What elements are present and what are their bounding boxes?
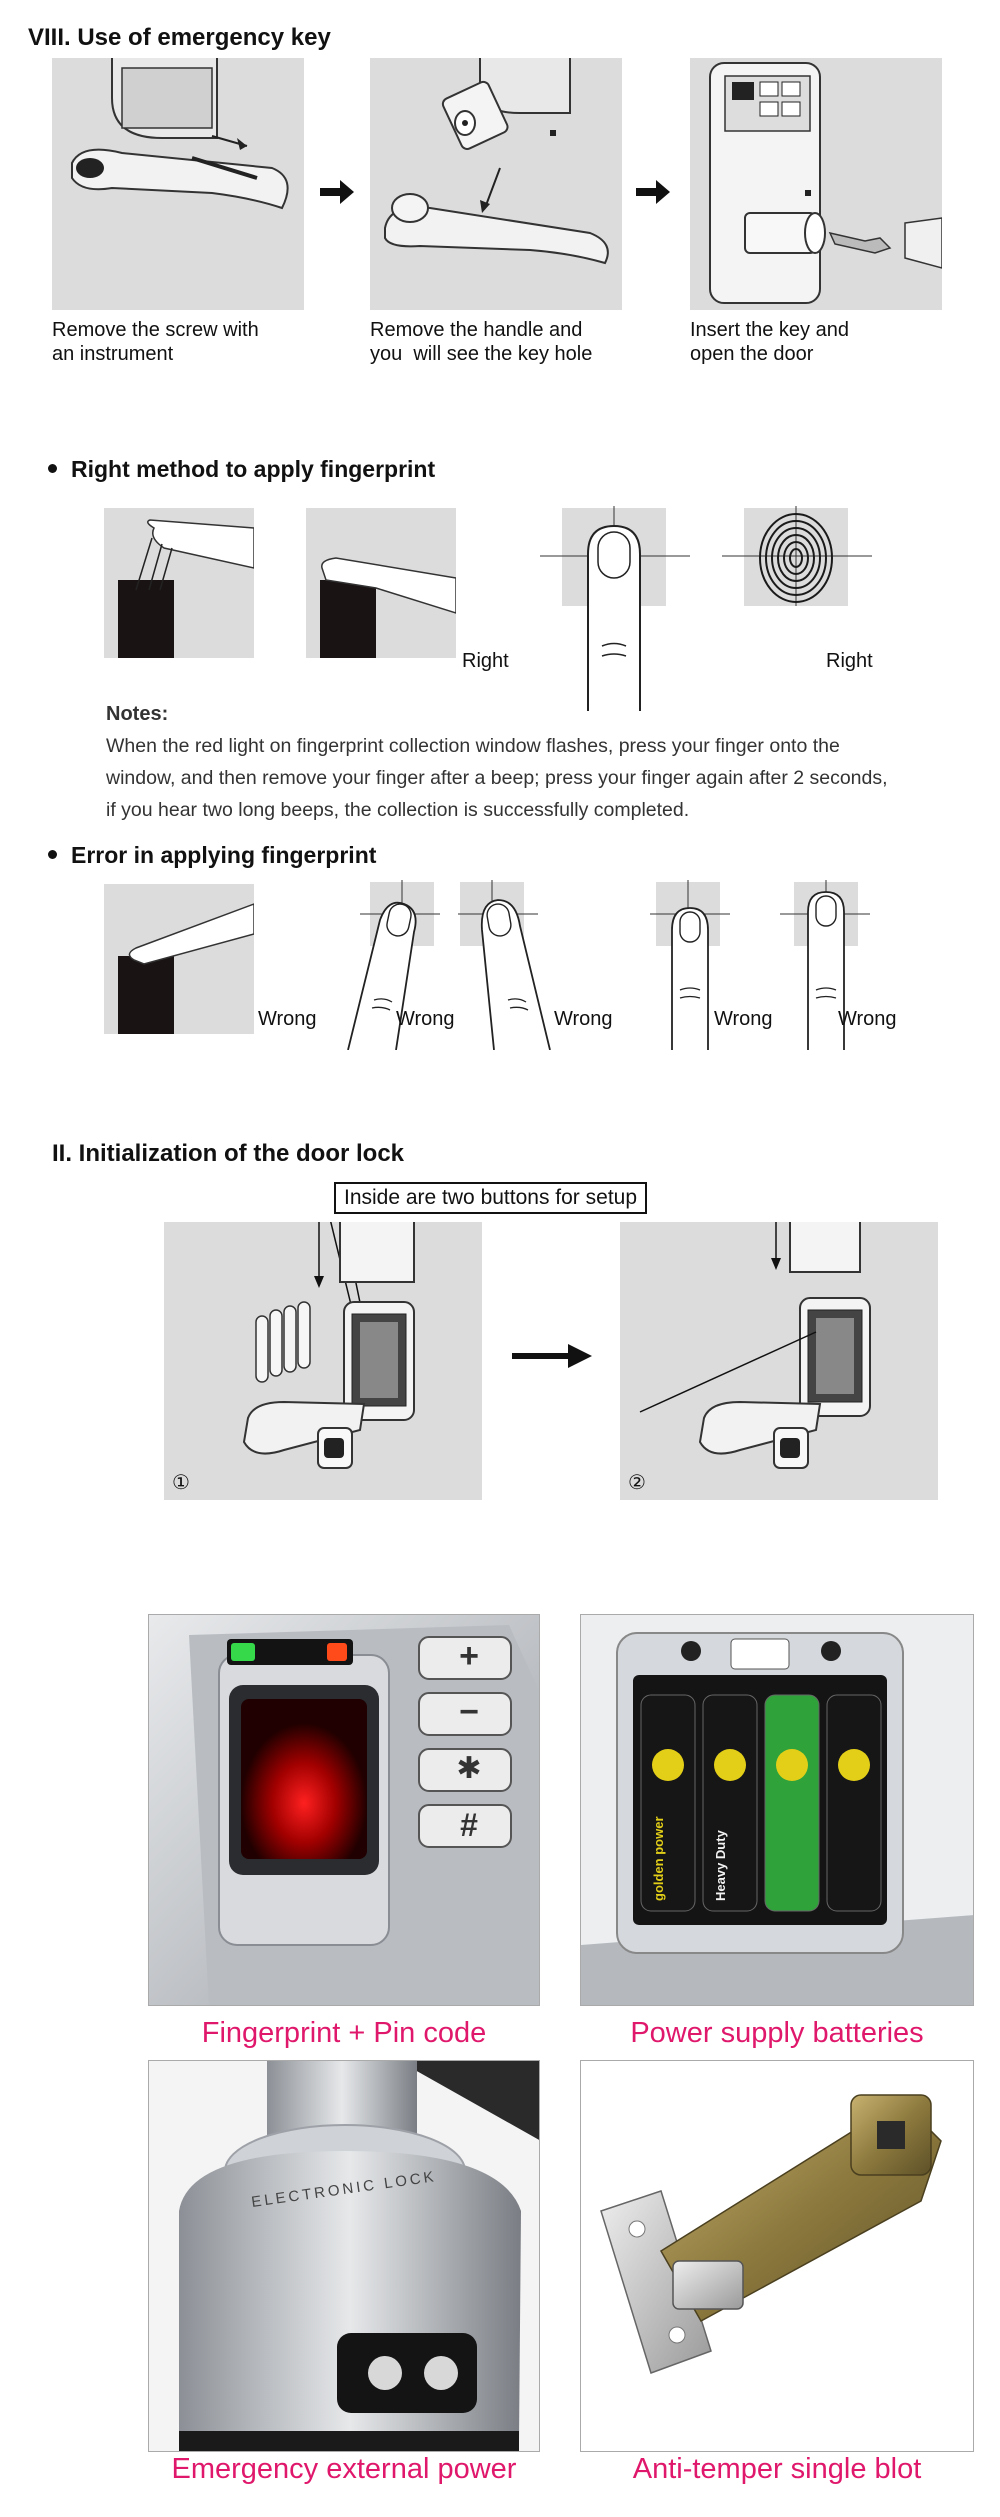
step-number-2: ② (628, 1472, 646, 1494)
caption-anti-temper: Anti-temper single blot (632, 2453, 922, 2485)
caption-emergency-power: Emergency external power (171, 2453, 517, 2485)
right-method-tilted-illustration (104, 508, 254, 658)
wrong-finger-illustration-5 (780, 880, 870, 1050)
section-2-title: II. Initialization of the door lock (52, 1140, 405, 1167)
step-3-caption: Insert the key and open the door (690, 319, 849, 365)
step-number-1: ① (172, 1472, 190, 1494)
right-label-2: Right (826, 650, 873, 672)
step-1-caption: Remove the screw with an instrument (52, 319, 259, 365)
wrong-finger-illustration-2 (340, 880, 440, 1050)
notes-title: Notes: (106, 703, 169, 725)
step-2-illustration (370, 58, 622, 310)
notes-text: When the red light on fingerprint collec… (106, 730, 986, 826)
callout-setup-buttons: Inside are two buttons for setup (334, 1182, 648, 1214)
right-method-flat-illustration (306, 508, 456, 658)
battery-brand-label: golden power (651, 1816, 666, 1902)
wrong-tilted-illustration (104, 884, 254, 1034)
step-3-illustration (690, 58, 942, 310)
step-1-illustration (52, 58, 304, 310)
bullet-icon (48, 464, 57, 474)
battery-type-label: Heavy Duty (713, 1830, 728, 1901)
wrong-finger-illustration-4 (650, 880, 730, 1050)
wrong-label: Wrong (838, 1008, 897, 1030)
notes-line: if you hear two long beeps, the collecti… (106, 799, 690, 821)
init-step-1-illustration: ① (164, 1222, 482, 1500)
keypad-hash-key: # (460, 1807, 478, 1843)
caption-power-batteries: Power supply batteries (630, 2017, 924, 2049)
wrong-label: Wrong (554, 1008, 613, 1030)
section-8-title: VIII. Use of emergency key (28, 24, 331, 51)
error-method-title: Error in applying fingerprint (48, 842, 376, 869)
keypad-plus-key: + (459, 1637, 479, 1675)
right-method-title: Right method to apply fingerprint (48, 456, 435, 483)
arrow-right-icon (636, 180, 670, 204)
step-2-caption: Remove the handle and you will see the k… (370, 319, 593, 365)
caption-fingerprint-pin: Fingerprint + Pin code (201, 2017, 487, 2049)
keypad-minus-key: − (459, 1693, 479, 1731)
photo-batteries: golden power Heavy Duty (580, 1614, 974, 2006)
init-step-2-illustration: ② (620, 1222, 938, 1500)
right-label-1: Right (462, 650, 509, 672)
notes-line: window, and then remove your finger afte… (106, 767, 888, 789)
wrong-finger-illustration-3 (458, 880, 558, 1050)
wrong-label: Wrong (258, 1008, 317, 1030)
right-finger-centered-illustration (540, 506, 690, 711)
notes-line: When the red light on fingerprint collec… (106, 735, 840, 757)
keypad-star-key: ✱ (456, 1752, 482, 1785)
fingerprint-centered-illustration (722, 506, 872, 616)
arrow-right-icon (320, 180, 354, 204)
photo-latch-bolt (580, 2060, 974, 2452)
wrong-label: Wrong (396, 1008, 455, 1030)
photo-fingerprint-keypad: + − ✱ # (148, 1614, 540, 2006)
photo-emergency-power: ELECTRONIC LOCK (148, 2060, 540, 2452)
wrong-label: Wrong (714, 1008, 773, 1030)
arrow-right-icon (512, 1344, 592, 1368)
bullet-icon (48, 850, 57, 860)
